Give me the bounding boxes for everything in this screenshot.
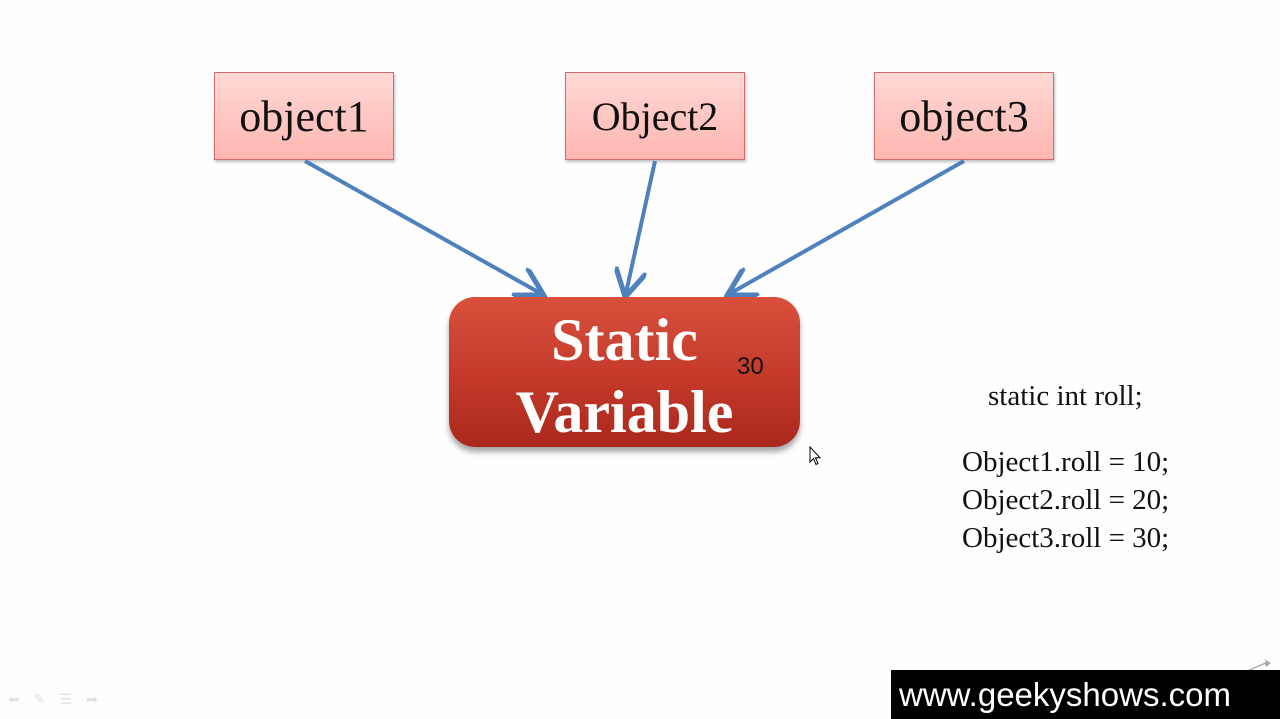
- static-variable-line1: Static: [551, 307, 698, 373]
- watermark: www.geekyshows.com: [891, 670, 1280, 719]
- object1-label: object1: [239, 91, 369, 141]
- code-declaration: static int roll;: [988, 380, 1143, 412]
- arrow-object3-to-static: [731, 159, 965, 293]
- object2-box: Object2: [565, 72, 745, 160]
- pen-icon[interactable]: ✎: [33, 692, 46, 708]
- next-slide-icon[interactable]: ➡: [86, 692, 98, 708]
- arrow-object1-to-static: [304, 159, 540, 293]
- object1-box: object1: [214, 72, 394, 160]
- previous-slide-icon[interactable]: ⬅: [8, 692, 20, 708]
- code-line: Object3.roll = 30;: [962, 522, 1170, 554]
- slide-nav-icons[interactable]: ⬅ ✎ ☰ ➡: [8, 692, 98, 708]
- object2-label: Object2: [591, 93, 719, 139]
- arrow-object2-to-static: [626, 160, 657, 293]
- menu-icon[interactable]: ☰: [59, 692, 73, 708]
- object3-label: object3: [899, 91, 1029, 141]
- code-assignments: Object1.roll = 10; Object2.roll = 20; Ob…: [962, 443, 1169, 557]
- cursor-icon: [809, 446, 821, 466]
- code-line: Object2.roll = 20;: [962, 484, 1170, 516]
- static-variable-box: Static Variable 30: [449, 297, 800, 447]
- corner-arrow-icon: [1248, 659, 1271, 671]
- code-line: Object1.roll = 10;: [962, 446, 1170, 478]
- static-variable-value: 30: [737, 353, 764, 380]
- object3-box: object3: [874, 72, 1054, 160]
- static-variable-line2: Variable: [515, 379, 734, 445]
